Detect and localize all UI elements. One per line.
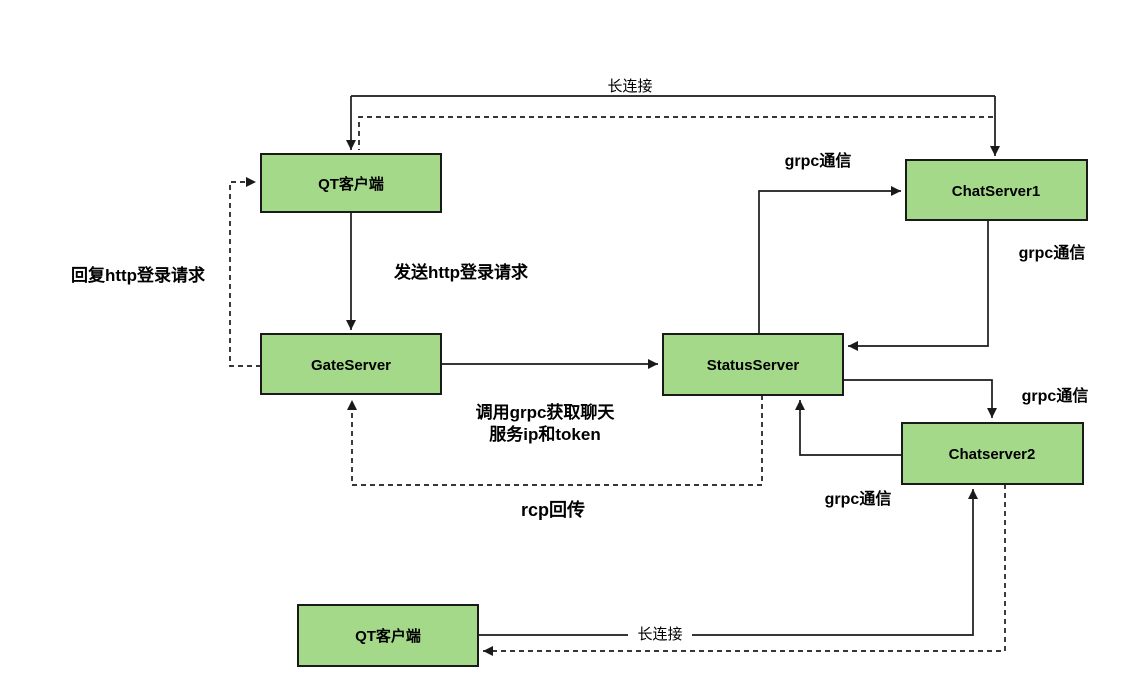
node-qt-client-top[interactable]: QT客户端 (260, 153, 442, 213)
grpc-chatserver2-to-status-label: grpc通信 (825, 489, 892, 508)
rcp-return-label: rcp回传 (521, 499, 585, 520)
reply-http-login-label: 回复http登录请求 (71, 265, 205, 285)
long-conn-top-label: 长连接 (607, 78, 652, 95)
chat-server1-box[interactable] (905, 159, 1088, 221)
gate-server-box[interactable] (260, 333, 442, 395)
grpc-status-to-chatserver2-label: grpc通信 (1022, 386, 1089, 405)
chat-server2-box[interactable] (901, 422, 1084, 485)
grpc-chatserver1-to-status-label: grpc通信 (1019, 243, 1086, 262)
grpc-status-to-chatserver1-label: grpc通信 (785, 151, 852, 170)
chat-server2-label: Chatserver2 (949, 446, 1036, 463)
edge-chatserver2-to-status[interactable] (795, 400, 902, 456)
node-gate-server[interactable]: GateServer (260, 333, 442, 395)
call-grpc-label-line1: 调用grpc获取聊天 (476, 402, 616, 422)
edge-long-conn-top-dashed[interactable] (358, 116, 993, 150)
gate-server-label: GateServer (311, 357, 391, 374)
edge-chatserver1-to-status[interactable] (848, 220, 989, 351)
long-conn-bottom-label-bg (628, 625, 692, 643)
node-qt-client-bottom[interactable]: QT客户端 (297, 604, 479, 667)
qt-client-bottom-box[interactable] (297, 604, 479, 667)
edge-status-to-chatserver2[interactable] (843, 379, 997, 418)
status-server-box[interactable] (662, 333, 844, 396)
send-http-login-label: 发送http登录请求 (393, 262, 528, 282)
call-grpc-label-line2: 服务ip和token (489, 424, 600, 444)
edge-reply-http-login[interactable] (229, 177, 261, 367)
qt-client-top-label: QT客户端 (318, 175, 384, 193)
edges (229, 95, 1006, 656)
long-conn-bottom-label: 长连接 (637, 626, 682, 643)
node-status-server[interactable]: StatusServer (662, 333, 844, 396)
edge-long-conn-bottom-dashed[interactable] (483, 484, 1006, 656)
edge-labels: 长连接 grpc通信 grpc通信 回复http登录请求 发送http登录请求 … (71, 78, 1088, 643)
edge-status-to-chatserver1[interactable] (758, 186, 901, 334)
qt-client-bottom-label: QT客户端 (355, 627, 421, 645)
status-server-label: StatusServer (707, 357, 800, 374)
qt-client-top-box[interactable] (260, 153, 442, 213)
chat-server1-label: ChatServer1 (952, 183, 1040, 200)
edge-rcp-return[interactable] (347, 395, 763, 486)
node-chat-server1[interactable]: ChatServer1 (905, 159, 1088, 221)
node-chat-server2[interactable]: Chatserver2 (901, 422, 1084, 485)
